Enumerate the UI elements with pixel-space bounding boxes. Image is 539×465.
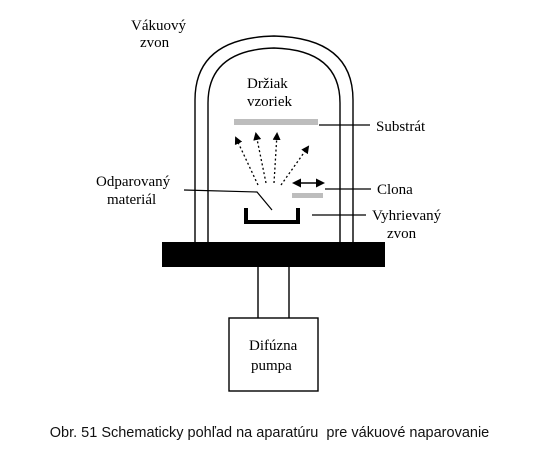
bell-jar-inner	[207, 47, 341, 242]
leader-odparovany	[183, 189, 273, 211]
evaporation-arrow-2	[253, 132, 267, 184]
label-vyhrievany-line1: Vyhrievaný	[372, 208, 442, 224]
label-drziak-line1: Držiak	[247, 76, 288, 92]
label-odparovany-line2: materiál	[107, 192, 156, 208]
label-vakuovy-line1: Vákuový	[131, 18, 186, 34]
evaporation-boat	[244, 208, 300, 224]
label-difuzna-line2: pumpa	[251, 358, 292, 374]
label-vyhrievany-line2: zvon	[387, 226, 417, 242]
shutter	[292, 193, 323, 198]
label-clona: Clona	[377, 182, 413, 198]
figure-caption: Obr. 51 Schematicky pohľad na aparatúru …	[49, 425, 490, 441]
label-difuzna-line1: Difúzna	[249, 338, 298, 354]
bell-jar-outer	[194, 35, 354, 242]
label-vakuovy-line2: zvon	[140, 35, 170, 51]
evaporation-arrow-3	[272, 132, 281, 184]
diffusion-pump-box	[228, 317, 319, 392]
label-odparovany-line1: Odparovaný	[96, 174, 171, 190]
substrate	[234, 119, 318, 125]
label-substrat: Substrát	[376, 119, 426, 135]
evaporation-arrow-1	[234, 136, 259, 186]
evaporation-arrow-4	[280, 145, 310, 186]
base-plate	[162, 242, 385, 267]
label-drziak-line2: vzoriek	[247, 94, 292, 110]
